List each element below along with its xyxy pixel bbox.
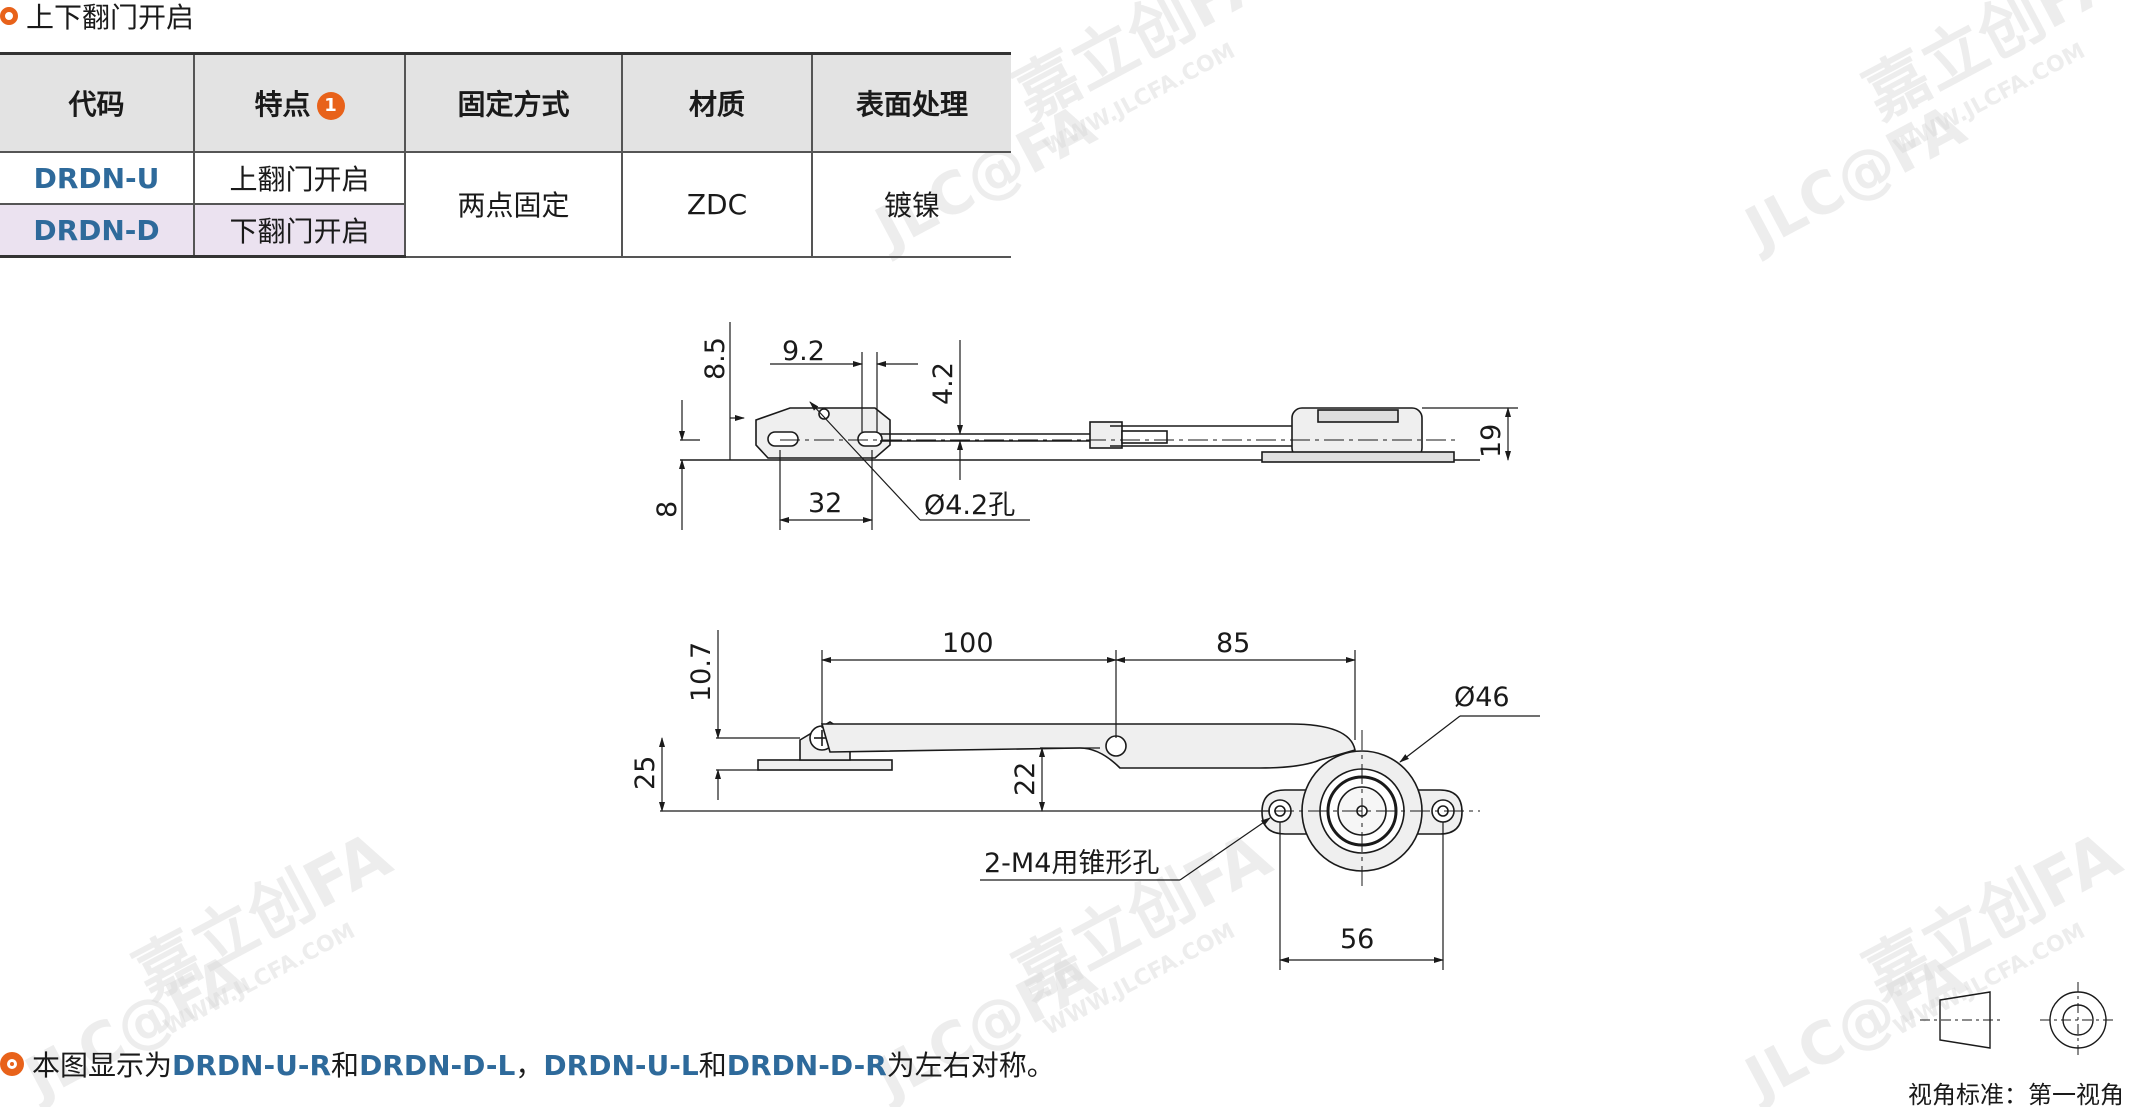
dim-side-4-2: 4.2 bbox=[928, 362, 959, 405]
top-view bbox=[659, 630, 1540, 970]
footer-note: 本图显示为DRDN-U-R和DRDN-D-L，DRDN-U-L和DRDN-D-R… bbox=[0, 1044, 1055, 1084]
table-row: DRDN-U 上翻门开启 两点固定 ZDC 镀镍 bbox=[0, 152, 1011, 258]
footer-text: 本图显示为DRDN-U-R和DRDN-D-L，DRDN-U-L和DRDN-D-R… bbox=[32, 1049, 1055, 1082]
fixing-cell: 两点固定 bbox=[404, 152, 623, 258]
footer-code: DRDN-U-L bbox=[543, 1049, 699, 1082]
dim-top-100: 100 bbox=[942, 628, 994, 659]
code-cell: DRDN-D bbox=[0, 204, 195, 258]
material-cell: ZDC bbox=[621, 152, 813, 258]
dim-side-32: 32 bbox=[808, 488, 842, 519]
note-badge-icon: 1 bbox=[316, 92, 345, 120]
dim-top-dia-46: Ø46 bbox=[1454, 682, 1510, 713]
section-title: 上下翻门开启 bbox=[0, 0, 194, 34]
first-angle-projection-icon bbox=[1920, 982, 2116, 1058]
surface-cell: 镀镍 bbox=[811, 152, 1011, 258]
code-cell: DRDN-U bbox=[0, 152, 195, 205]
dim-side-hole: Ø4.2孔 bbox=[924, 490, 1015, 521]
projection-label: 视角标准：第一视角 bbox=[1908, 1081, 2124, 1109]
dim-side-9-2: 9.2 bbox=[782, 336, 825, 367]
header-surface: 表面处理 bbox=[811, 52, 1011, 153]
footer-code: DRDN-U-R bbox=[172, 1049, 332, 1082]
footer-code: DRDN-D-L bbox=[359, 1049, 516, 1082]
dim-top-56: 56 bbox=[1340, 924, 1374, 955]
dim-top-thread: 2-M4用锥形孔 bbox=[984, 848, 1159, 879]
dim-top-22: 22 bbox=[1010, 762, 1041, 796]
header-fixing: 固定方式 bbox=[404, 52, 623, 153]
dim-top-85: 85 bbox=[1216, 628, 1250, 659]
section-title-text: 上下翻门开启 bbox=[26, 1, 195, 34]
feature-cell: 上翻门开启 bbox=[193, 152, 406, 205]
table-row: DRDN-D 下翻门开启 bbox=[0, 204, 1011, 258]
dim-top-25: 25 bbox=[630, 756, 661, 790]
dim-side-8-5: 8.5 bbox=[700, 337, 731, 380]
header-code: 代码 bbox=[0, 52, 195, 153]
footer-code: DRDN-D-R bbox=[726, 1049, 887, 1082]
side-view bbox=[679, 322, 1518, 530]
ring-bullet-icon bbox=[0, 7, 18, 25]
feature-cell: 下翻门开启 bbox=[193, 204, 405, 258]
dim-side-8: 8 bbox=[652, 501, 683, 518]
header-material: 材质 bbox=[621, 52, 813, 153]
dim-top-10-7: 10.7 bbox=[686, 642, 717, 702]
dim-side-19: 19 bbox=[1476, 424, 1507, 458]
circle-bullet-icon bbox=[0, 1052, 24, 1076]
